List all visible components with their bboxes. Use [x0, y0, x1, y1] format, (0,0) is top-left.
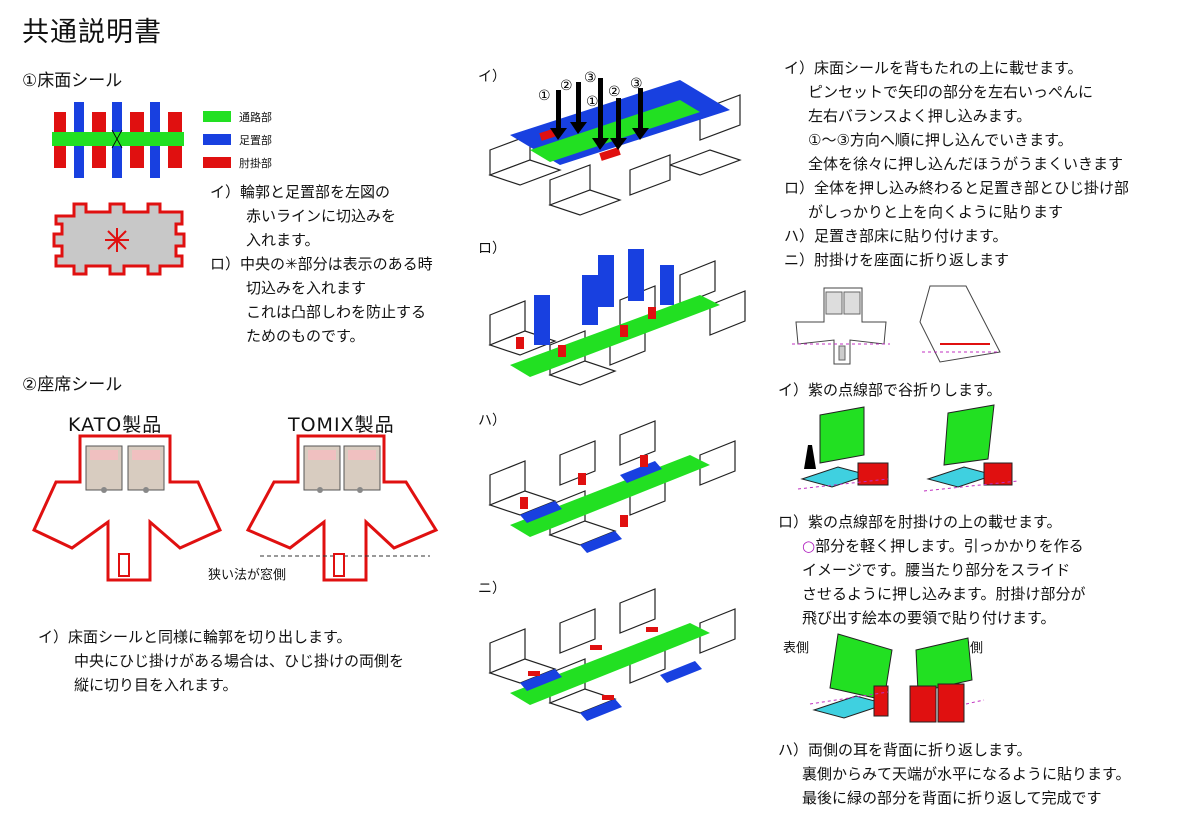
section2-notes: イ）床面シールと同様に輪郭を切り出します。 中央にひじ掛けがある場合は、ひじ掛け…: [38, 625, 404, 697]
note-line: ロ）中央の✳部分は表示のある時: [210, 255, 433, 273]
step-line: ピンセットで矢印の部分を左右いっぺんに: [808, 83, 1094, 101]
front-side-label: 表側: [783, 641, 810, 656]
legend-swatch: [203, 111, 231, 122]
legend-label: 肘掛部: [239, 156, 272, 170]
note-line: 赤いラインに切込みを: [246, 207, 397, 225]
step-ha-illustration: [488, 420, 736, 553]
note-line: 中央にひじ掛けがある場合は、ひじ掛けの両側を: [74, 652, 405, 670]
tomix-seat-sticker: [245, 434, 439, 582]
legend-label: 通路部: [239, 110, 272, 124]
tomix-label: TOMIX製品: [288, 414, 395, 436]
note-line: イ）輪郭と足置部を左図の: [210, 183, 391, 201]
marker-2a: ②: [560, 78, 573, 94]
marker-3a: ③: [584, 70, 597, 86]
fold-step-2: ロ）紫の点線部を肘掛けの上の載せます。 ○部分を軽く押します。引っかかりを作る …: [778, 510, 1086, 630]
marker-1b: ①: [586, 94, 599, 110]
step-line: 飛び出す絵本の要領で貼り付けます。: [802, 609, 1056, 627]
window-side-note: 狭い法が窓側: [208, 568, 287, 583]
legend-item: 肘掛部: [203, 151, 272, 174]
legend-item: 通路部: [203, 105, 272, 128]
step-line: ハ）足置き部床に貼り付けます。: [784, 227, 1008, 245]
kato-seat-sticker: [32, 434, 222, 582]
fold-diagram-1: [792, 285, 1001, 365]
kato-label: KATO製品: [68, 414, 163, 436]
note-line: 切込みを入れます: [246, 279, 367, 297]
right-steps: イ）床面シールを背もたれの上に載せます。 ピンセットで矢印の部分を左右いっぺんに…: [784, 56, 1129, 272]
panel-label-ro: ロ）: [478, 241, 506, 257]
legend-label: 足置部: [239, 133, 272, 147]
legend-swatch: [203, 134, 231, 145]
legend-item: 足置部: [203, 128, 272, 151]
fold-diagram-2: [797, 404, 1019, 492]
step-line: させるように押し込みます。肘掛け部分が: [802, 585, 1086, 603]
step-line: ロ）全体を押し込み終わると足置き部とひじ掛け部: [784, 179, 1130, 197]
floor-sticker-colored: [52, 102, 184, 178]
step-ro-illustration: [488, 249, 746, 386]
marker-3b: ③: [630, 76, 643, 92]
step-line: 裏側からみて天端が水平になるように貼ります。: [802, 765, 1131, 783]
note-line: 縦に切り目を入れます。: [74, 676, 238, 694]
step-line: 全体を徐々に押し込んだほうがうまくいきます: [808, 155, 1124, 173]
note-line: イ）床面シールと同様に輪郭を切り出します。: [38, 628, 352, 646]
step-line: ロ）紫の点線部を肘掛けの上の載せます。: [778, 513, 1062, 531]
step-line: ハ）両側の耳を背面に折り返します。: [778, 741, 1032, 759]
step-line: がしっかりと上を向くように貼ります: [808, 203, 1064, 221]
marker-1a: ①: [538, 88, 551, 104]
fold-step-1: イ）紫の点線部で谷折りします。: [778, 381, 1002, 399]
note-line: これは凸部しわを防止する: [246, 303, 427, 321]
floor-sticker-outline: [52, 202, 186, 276]
panel-label-ni: ニ）: [478, 581, 506, 597]
section2-heading: ②座席シール: [22, 375, 123, 395]
marker-2b: ②: [608, 84, 621, 100]
section1-heading: ①床面シール: [22, 71, 123, 91]
legend-swatch: [203, 157, 231, 168]
step-line: イ）床面シールを背もたれの上に載せます。: [784, 59, 1083, 77]
step-i-illustration: ① ② ③ ① ② ③: [488, 70, 742, 216]
step-line: 部分を軽く押します。引っかかりを作る: [815, 537, 1084, 555]
page-title: 共通説明書: [22, 17, 162, 48]
note-line: 入れます。: [246, 231, 320, 249]
step-ni-illustration: [488, 588, 736, 721]
color-legend: 通路部 足置部 肘掛部: [203, 105, 272, 174]
step-line: ニ）肘掛けを座面に折り返します: [784, 251, 1010, 269]
section1-notes: イ）輪郭と足置部を左図の 赤いラインに切込みを 入れます。 ロ）中央の✳部分は表…: [210, 180, 433, 348]
circle-mark-icon: ○: [802, 537, 816, 555]
panel-label-ha: ハ）: [478, 413, 506, 429]
panel-label-i: イ）: [478, 69, 506, 85]
note-line: ためのものです。: [246, 327, 365, 345]
step-line: 最後に緑の部分を背面に折り返して完成です: [802, 789, 1102, 807]
fold-diagram-3: [809, 633, 985, 723]
step-line: 左右バランスよく押し込みます。: [808, 107, 1032, 125]
step-line: イメージです。腰当たり部分をスライド: [802, 561, 1071, 579]
fold-step-3: ハ）両側の耳を背面に折り返します。 裏側からみて天端が水平になるように貼ります。…: [778, 738, 1131, 810]
step-line: ①～③方向へ順に押し込んでいきます。: [808, 131, 1073, 149]
